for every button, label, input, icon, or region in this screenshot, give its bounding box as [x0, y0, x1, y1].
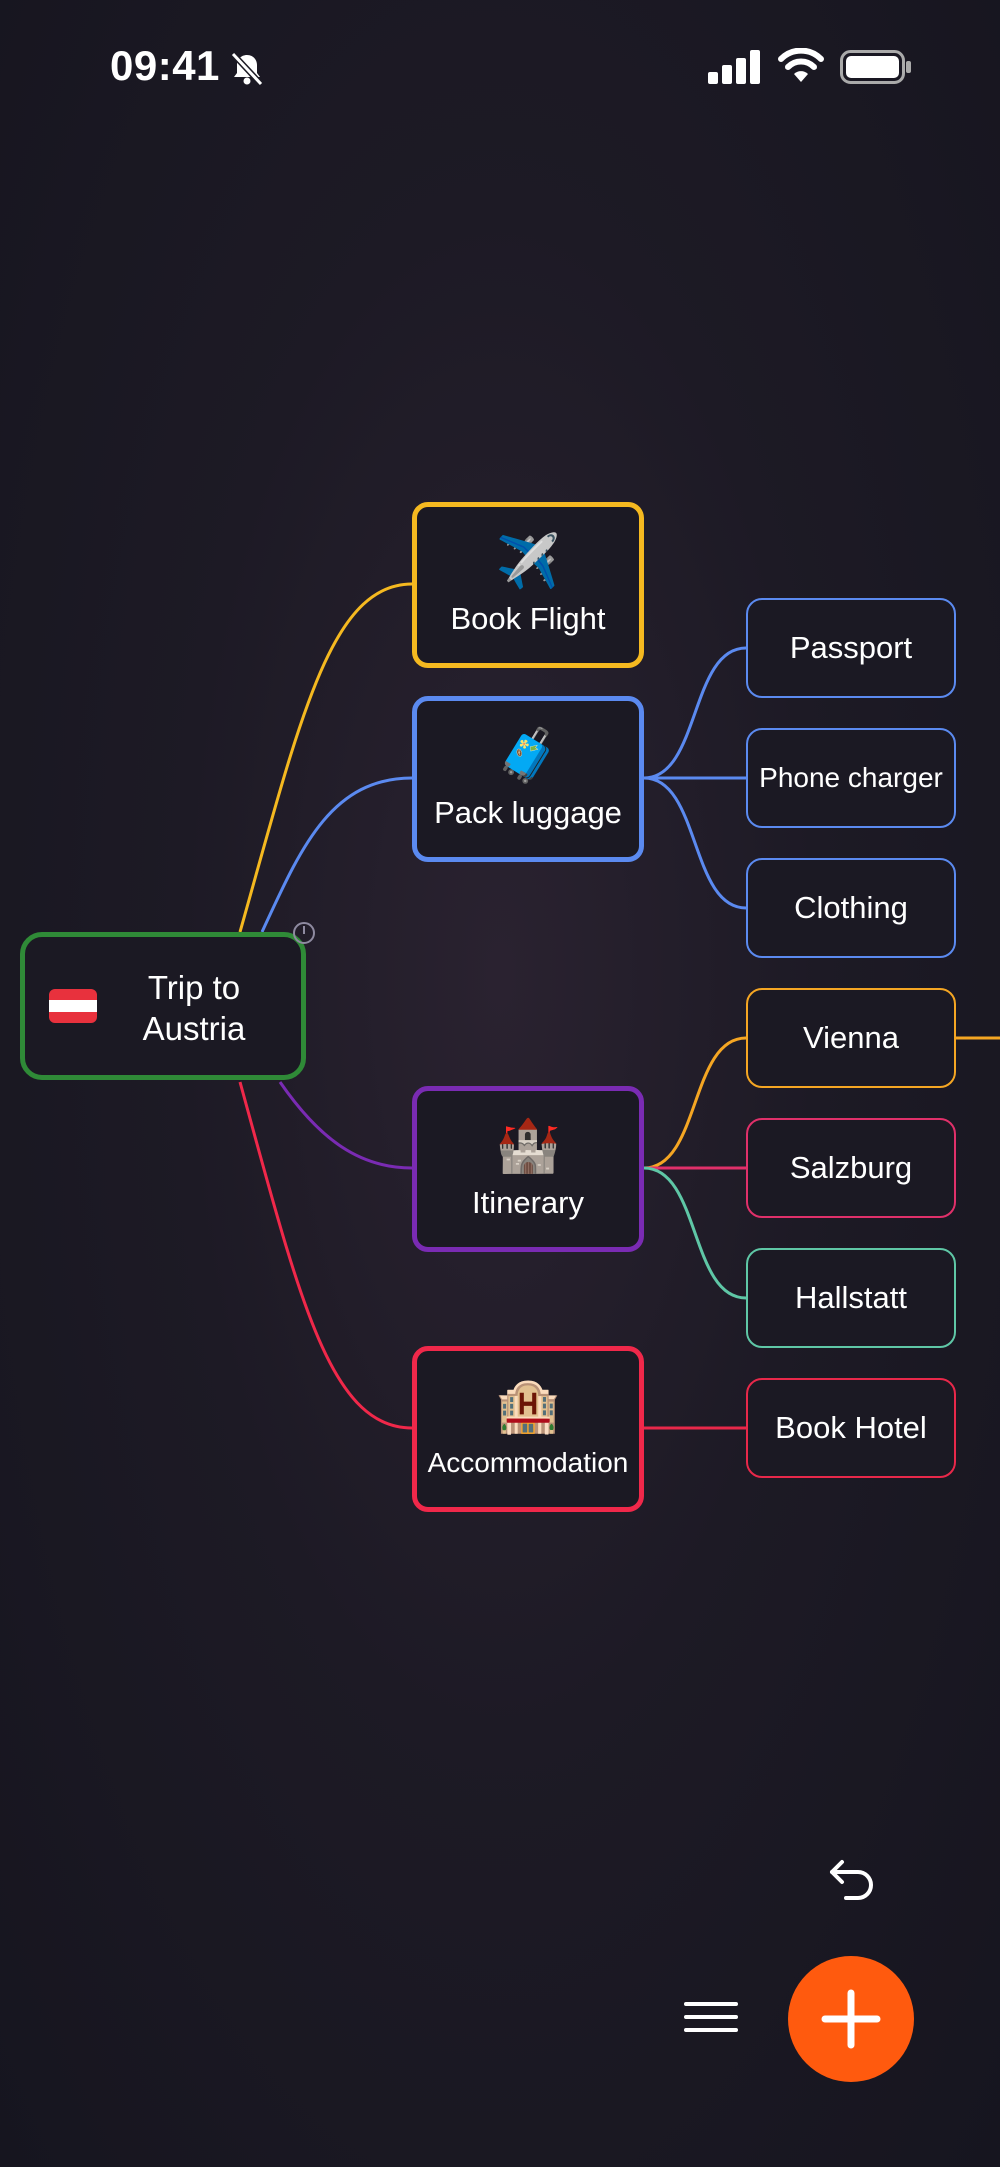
node-book-hotel[interactable]: Book Hotel: [746, 1378, 956, 1478]
node-book-flight[interactable]: ✈️ Book Flight: [412, 502, 644, 668]
hotel-icon: 🏨: [495, 1377, 561, 1435]
node-salzburg[interactable]: Salzburg: [746, 1118, 956, 1218]
node-label: Itinerary: [472, 1185, 584, 1220]
node-pack-luggage[interactable]: 🧳 Pack luggage: [412, 696, 644, 862]
bell-slash-icon: [230, 51, 264, 87]
node-accommodation[interactable]: 🏨 Accommodation: [412, 1346, 644, 1512]
node-label: Salzburg: [789, 1150, 913, 1185]
node-label: Book Hotel: [775, 1410, 927, 1445]
node-label: Clothing: [794, 890, 908, 925]
node-label: Phone charger: [759, 762, 943, 793]
plus-icon: [821, 1989, 881, 2049]
node-vienna[interactable]: Vienna: [746, 988, 956, 1088]
battery-icon: [840, 50, 911, 84]
luggage-icon: 🧳: [495, 727, 561, 785]
menu-icon-line: [684, 2028, 738, 2032]
castle-icon: 🏰: [495, 1117, 561, 1175]
cellular-signal-icon: [708, 50, 760, 84]
root-node-label: Trip to Austria: [142, 969, 246, 1047]
add-node-button[interactable]: [788, 1956, 914, 2082]
node-label: Book Flight: [450, 601, 606, 636]
node-phone-charger[interactable]: Phone charger: [746, 728, 956, 828]
status-time: 09:41: [110, 42, 220, 89]
node-label: Passport: [789, 630, 913, 665]
menu-icon-line: [684, 2015, 738, 2019]
node-hallstatt[interactable]: Hallstatt: [746, 1248, 956, 1348]
austria-flag-icon: [49, 989, 97, 1023]
node-label: Pack luggage: [434, 795, 622, 830]
menu-icon-line: [684, 2002, 738, 2006]
node-drag-handle[interactable]: [293, 922, 315, 944]
status-bar: 09:41: [0, 0, 1000, 130]
menu-button[interactable]: [684, 2002, 738, 2036]
node-label: Accommodation: [427, 1447, 629, 1478]
node-label: Hallstatt: [795, 1280, 907, 1315]
wifi-icon: [778, 48, 824, 82]
undo-icon[interactable]: [826, 1856, 878, 1900]
node-passport[interactable]: Passport: [746, 598, 956, 698]
node-itinerary[interactable]: 🏰 Itinerary: [412, 1086, 644, 1252]
node-clothing[interactable]: Clothing: [746, 858, 956, 958]
airplane-icon: ✈️: [495, 533, 561, 591]
node-label: Vienna: [803, 1020, 899, 1055]
root-node-trip-to-austria[interactable]: Trip to Austria: [20, 932, 306, 1080]
